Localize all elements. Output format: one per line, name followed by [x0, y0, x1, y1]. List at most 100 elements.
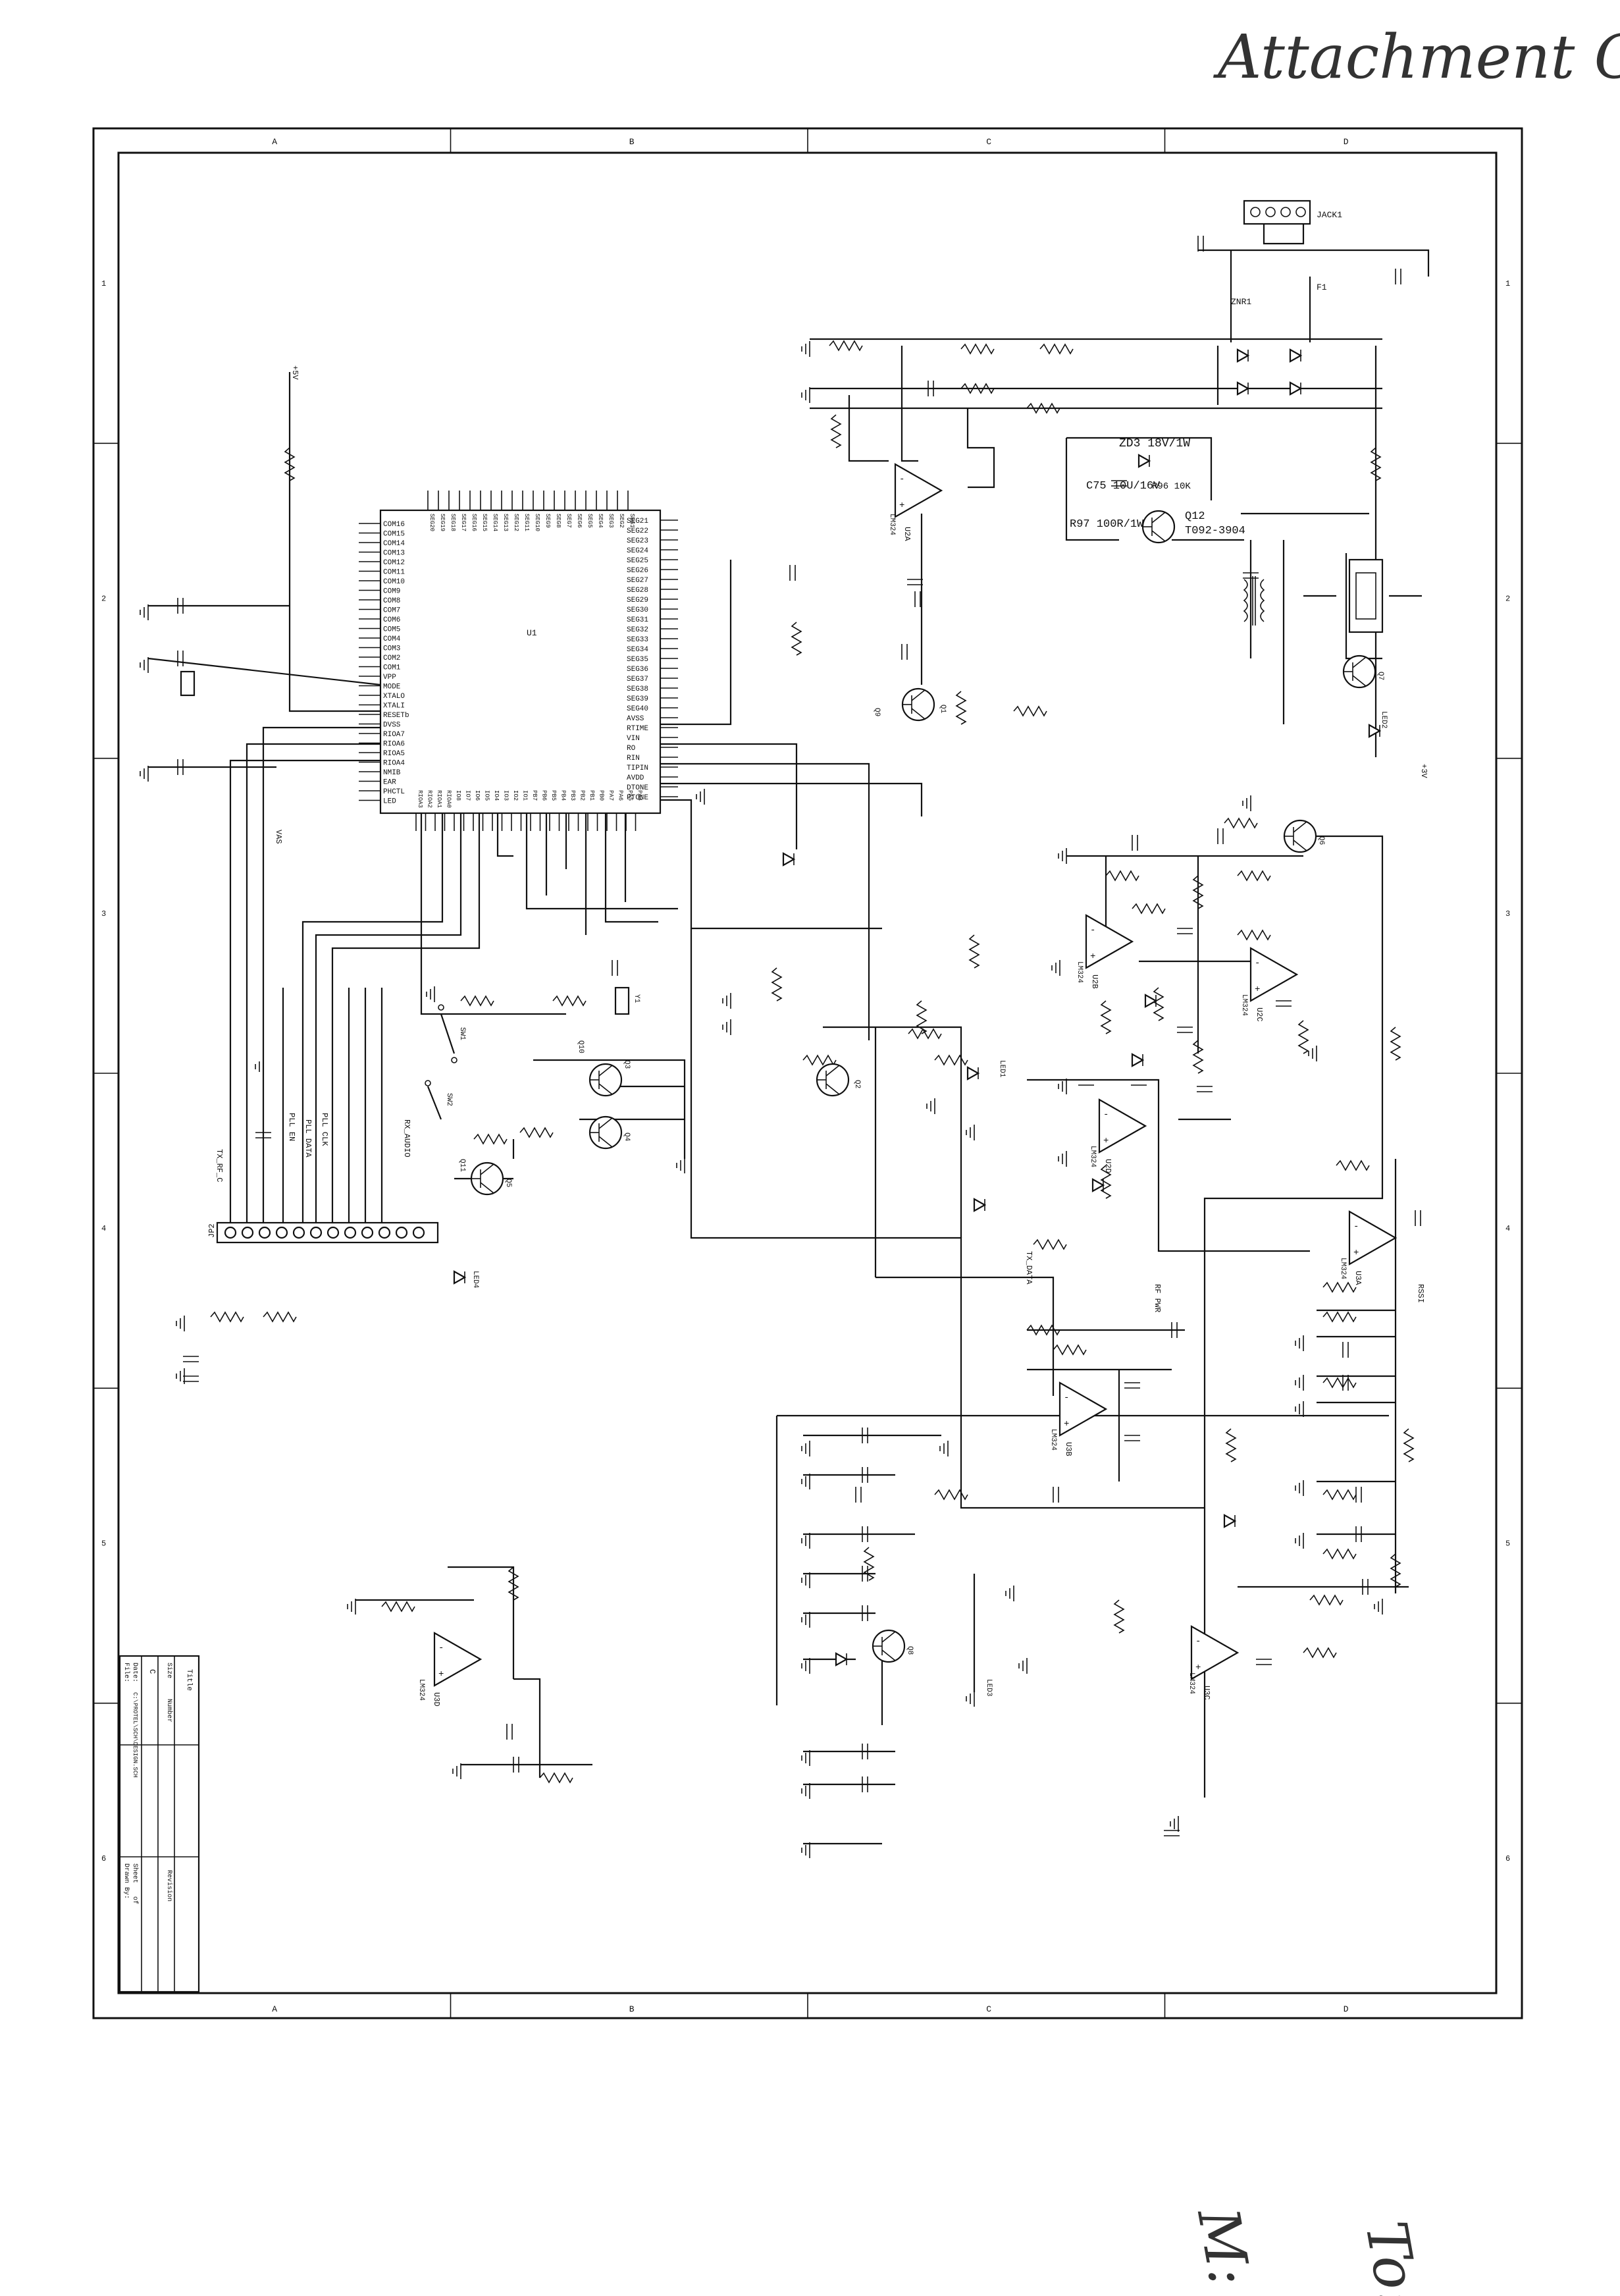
mcu-pin-rioa1: RIOA1	[436, 790, 442, 808]
jack-label: JACK1	[1317, 210, 1342, 220]
ground-38	[255, 1058, 264, 1075]
mcu-pin-io1: IO1	[522, 790, 529, 801]
resistor-5	[1013, 706, 1047, 716]
net-label--5v: +5V	[290, 365, 300, 380]
mcu-pin-seg20: SEG20	[429, 514, 435, 531]
frame-col-bottom-C: C	[986, 2004, 991, 2014]
ground-17	[801, 1572, 810, 1589]
resistor-25	[473, 1134, 508, 1144]
mcu-pin-seg33: SEG33	[627, 636, 648, 644]
mcu-pin-rioa5: RIOA5	[383, 750, 405, 758]
ground-31	[1374, 1598, 1383, 1615]
ground-29	[1295, 1480, 1304, 1497]
mcu-pin-rioa6: RIOA6	[383, 741, 405, 749]
capacitor-0	[1197, 235, 1204, 252]
opamp-u2c	[1249, 947, 1298, 1002]
net-label--3v: +3V	[1419, 764, 1428, 778]
title-label: Title	[185, 1669, 193, 1691]
ground-12	[722, 992, 731, 1009]
net-label-pll-en: PLL EN	[287, 1113, 296, 1141]
capacitor-24	[506, 1723, 513, 1740]
resistor-18	[1322, 1549, 1357, 1559]
mcu-pin-led: LED	[383, 798, 396, 806]
ground-41	[696, 788, 705, 805]
mcu-pin-seg6: SEG6	[576, 514, 583, 528]
capacitor-v-10	[1124, 1435, 1141, 1441]
r97-label: R97 100R/1W	[1070, 518, 1144, 531]
ground-28	[1295, 1401, 1304, 1418]
resistor-v-19	[1298, 1020, 1309, 1054]
opamp-part-u3c: LM324	[1188, 1672, 1195, 1694]
mcu-pin-com14: COM14	[383, 540, 405, 548]
mcu-pin-pb7: PB7	[531, 790, 538, 801]
mcu-pin-seg11: SEG11	[523, 514, 530, 531]
capacitor-v-2	[1176, 1027, 1193, 1033]
frame-col-B: B	[629, 137, 635, 147]
opamp-part-u2c: LM324	[1240, 994, 1248, 1016]
mcu-pin-vpp: VPP	[383, 674, 396, 681]
attachment-annotation: Attachment C	[1213, 22, 1620, 92]
drawn-label: Drawn By:	[122, 1863, 130, 1899]
capacitor-5	[789, 564, 796, 581]
ground-3	[140, 656, 149, 674]
ground-11	[926, 1098, 935, 1115]
q12-part: T092-3904	[1185, 525, 1245, 537]
crystal-label-y1: Y1	[633, 994, 640, 1003]
mcu-pin-seg40: SEG40	[627, 705, 648, 713]
ground-9	[1242, 795, 1251, 812]
bottom-note-m: M:	[1184, 2202, 1263, 2291]
mcu-pin-seg37: SEG37	[627, 676, 648, 683]
mcu-pin-io6: IO6	[474, 790, 481, 801]
resistor-33	[1132, 903, 1166, 914]
mcu-pin-seg36: SEG36	[627, 666, 648, 674]
frame-row-right-4: 4	[1505, 1224, 1510, 1233]
mcu-pin-seg12: SEG12	[513, 514, 519, 531]
opamp-part-u2a: LM324	[888, 514, 896, 535]
q12-label: Q12	[1185, 510, 1205, 523]
diode-9	[973, 1198, 986, 1212]
mcu-pin-pa5: PA5	[627, 790, 633, 801]
opamp-u3b	[1058, 1381, 1107, 1437]
mcu-pin-seg34: SEG34	[627, 646, 648, 654]
ground-33	[176, 1315, 185, 1332]
mcu-pin-io7: IO7	[465, 790, 471, 801]
diode-12	[453, 1270, 466, 1285]
switch-label-sw2: SW2	[445, 1093, 453, 1106]
mcu-pin-xtali: XTALI	[383, 703, 405, 710]
resistor-29	[1224, 818, 1258, 828]
ground-30	[1295, 1532, 1304, 1549]
mcu-pin-rtime: RTIME	[627, 725, 648, 733]
ground-24	[1005, 1585, 1014, 1602]
mcu-pin-seg39: SEG39	[627, 695, 648, 703]
capacitor-v-7	[182, 1356, 199, 1362]
capacitor-17	[855, 1486, 862, 1503]
ground-8	[1058, 1150, 1067, 1167]
ground-22	[801, 1842, 810, 1859]
transistor-label-q8: Q8	[906, 1646, 914, 1655]
capacitor-22	[1342, 1341, 1349, 1358]
net-label-rf-pwr: RF PWR	[1153, 1284, 1162, 1312]
mcu-pin-nmib: NMIB	[383, 769, 401, 777]
mcu-pin-tipin: TIPIN	[627, 764, 648, 772]
frame-col-bottom-A: A	[272, 2004, 277, 2014]
led-label-led3: LED3	[985, 1679, 993, 1696]
ground-20	[801, 1749, 810, 1767]
net-label-tx-data: TX_DATA	[1024, 1251, 1033, 1285]
resistor-v-2	[831, 414, 841, 448]
mcu-pin-ro: RO	[627, 745, 636, 753]
net-label-rssi: RSSI	[1416, 1284, 1425, 1303]
resistor-2	[1039, 344, 1074, 354]
capacitor-v-1	[1176, 928, 1193, 934]
frame-row-4: 4	[101, 1224, 106, 1233]
capacitor-v-6	[1275, 1000, 1292, 1007]
mcu-pin-xtalo: XTALO	[383, 693, 405, 701]
opamp-label-u3d: U3D	[432, 1692, 441, 1707]
net-label-pll-data: PLL DATA	[303, 1119, 313, 1158]
ground-40	[966, 1124, 975, 1141]
mcu-pin-rioa7: RIOA7	[383, 731, 405, 739]
resistor-v-5	[771, 967, 782, 1001]
mcu-pin-rioa3: RIOA3	[417, 790, 423, 808]
transistor-label-q5: Q5	[504, 1179, 512, 1187]
mcu-pin-vin: VIN	[627, 735, 640, 743]
switch-label-sw1: SW1	[458, 1027, 466, 1040]
